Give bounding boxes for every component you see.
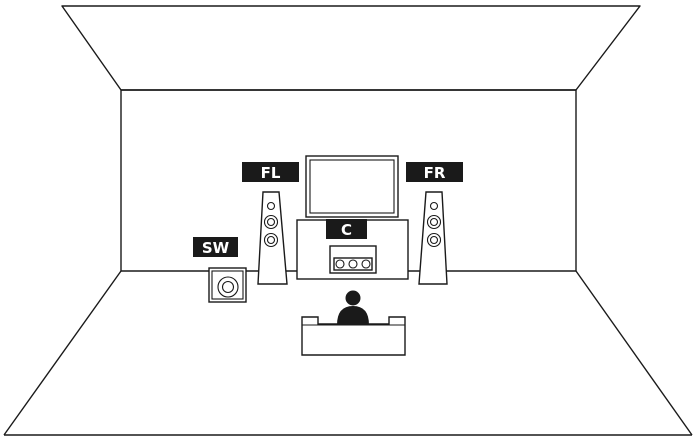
front-left-speaker-body [258, 192, 287, 284]
ceiling [62, 6, 640, 90]
front-right-speaker: FR [406, 162, 463, 284]
front-right-label: FR [424, 164, 446, 182]
subwoofer-label: SW [202, 239, 230, 257]
front-right-speaker-body [419, 192, 447, 284]
listener-icon [337, 291, 369, 326]
center-speaker-label: C [341, 221, 352, 239]
front-left-label: FL [261, 164, 281, 182]
left-wall-floor-edge [4, 271, 121, 435]
right-wall-floor-edge [576, 271, 692, 435]
subwoofer-speaker: SW [193, 237, 246, 302]
tv-icon [306, 156, 398, 217]
front-left-speaker: FL [242, 162, 299, 284]
